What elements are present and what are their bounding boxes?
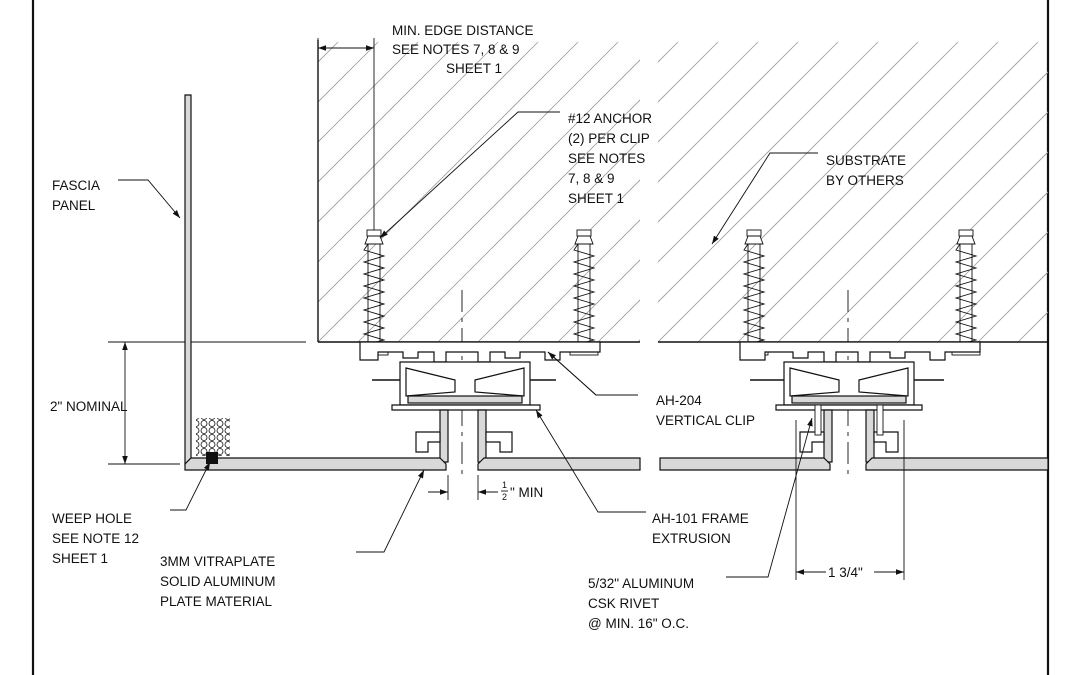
- hatch-line: [557, 259, 640, 342]
- hatch-line: [0, 42, 298, 342]
- weep-hole-label: WEEP HOLE SEE NOTE 12 SHEET 1: [52, 511, 143, 566]
- hatch-line: [658, 41, 759, 143]
- hatch-line: [817, 111, 1048, 342]
- min-half-denominator: 2: [502, 492, 507, 502]
- frame-extrusion-left: [415, 409, 513, 463]
- substrate-right: [658, 41, 1080, 342]
- clip-leader: [547, 351, 638, 396]
- rivet-label: 5/32" ALUMINUM CSK RIVET @ MIN. 16" O.C.: [588, 576, 698, 631]
- anchor-screw-2: [569, 229, 599, 356]
- spacing-label: 1 3/4": [828, 565, 863, 580]
- anchor-screw-4: [951, 229, 981, 356]
- substrate-left: [0, 41, 978, 342]
- rivet-leader: [726, 417, 813, 578]
- substrate-leader: [711, 152, 818, 245]
- hatch-line: [637, 339, 640, 342]
- nominal-label: 2" NOMINAL: [50, 399, 128, 414]
- hatch-line: [318, 41, 419, 143]
- vertical-clip-left: [359, 341, 601, 411]
- hatch-line: [517, 219, 640, 342]
- anchor-leader: [379, 111, 560, 239]
- weep-hole-mesh: [196, 418, 230, 456]
- vitraplate-label: 3MM VITRAPLATE SOLID ALUMINUM PLATE MATE…: [160, 554, 279, 609]
- hatch-line: [318, 41, 539, 263]
- frame-extrusion-label: AH-101 FRAME EXTRUSION: [652, 511, 753, 546]
- min-half-label: " MIN: [510, 485, 543, 500]
- hatch-line: [658, 41, 879, 263]
- fascia-label: FASCIA PANEL: [52, 178, 103, 213]
- hatch-line: [318, 41, 379, 103]
- hatch-line: [937, 231, 1048, 342]
- hatch-line: [777, 71, 1048, 342]
- hatch-line: [897, 191, 1048, 342]
- weep-leader: [170, 461, 211, 511]
- hatch-line: [357, 59, 640, 342]
- frame-leader: [535, 409, 646, 513]
- hatch-line: [658, 41, 679, 63]
- hatch-line: [658, 41, 799, 183]
- hatch-line: [658, 41, 839, 223]
- hatch-line: [857, 151, 1048, 342]
- plate-leader: [356, 469, 425, 553]
- hatch-line: [678, 42, 978, 342]
- fascia-leader: [118, 179, 181, 219]
- anchor-label: #12 ANCHOR (2) PER CLIP SEE NOTES 7, 8 &…: [568, 111, 656, 206]
- fascia-panel: [184, 94, 1049, 471]
- min-half-numerator: 1: [502, 480, 507, 490]
- hatch-line: [658, 41, 959, 342]
- weep-hole: [206, 452, 218, 464]
- hatch-line: [737, 41, 1039, 342]
- hatch-line: [318, 41, 499, 223]
- min-edge-distance-label: MIN. EDGE DISTANCE SEE NOTES 7, 8 & 9 SH…: [392, 23, 537, 76]
- substrate-label: SUBSTRATE BY OTHERS: [826, 153, 910, 188]
- hatch-line: [318, 41, 579, 303]
- hatch-line: [1058, 42, 1080, 342]
- hatch-line: [477, 179, 640, 342]
- hatch-line: [437, 139, 640, 342]
- vertical-clip-right: [739, 341, 981, 463]
- hatch-line: [397, 99, 640, 342]
- hatch-line: [658, 41, 719, 103]
- vertical-clip-label: AH-204 VERTICAL CLIP: [656, 393, 755, 428]
- hatch-line: [658, 41, 919, 303]
- hatch-line: [977, 271, 1048, 342]
- hatch-line: [318, 41, 459, 183]
